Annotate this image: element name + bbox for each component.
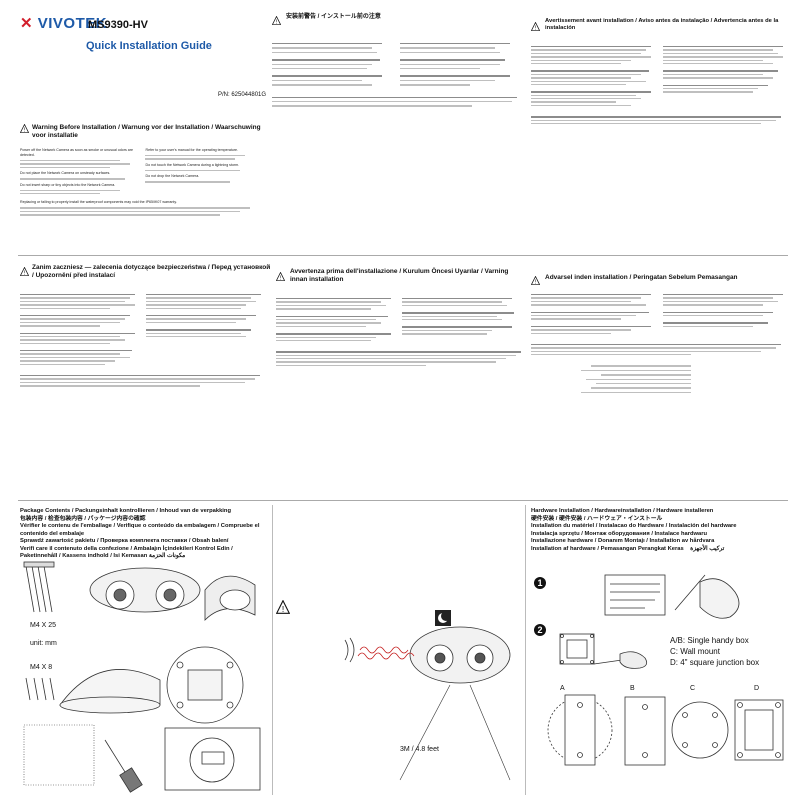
package-title-sv: Paketinnehåll / Kassens indhold / Isi Ke… <box>20 553 148 559</box>
warning-item: Do not drop the Network Camera. <box>145 174 200 179</box>
svg-text:!: ! <box>282 604 284 614</box>
warning-item: Do not touch the Network Camera during a… <box>145 162 240 167</box>
divider <box>272 505 273 795</box>
vivotek-logo: ✕ VIVOTEK <box>20 15 108 32</box>
warning-list-pl <box>20 292 270 389</box>
part-number: P/N: 625044801G <box>218 92 267 98</box>
package-title-it: Verifi care il contenuto della confezion… <box>20 545 233 552</box>
hw-title: Hardware Installation / Hardwareinstalla… <box>531 508 714 514</box>
warning-title-en: Warning Before Installation / Warnung vo… <box>32 124 261 139</box>
package-title-fr: Vérifier le contenu de l'emballage / Ver… <box>20 523 260 537</box>
warning-title-it: Avvertenza prima dell'installazione / Ku… <box>290 268 509 283</box>
warning-icon: ! <box>275 268 286 286</box>
divider <box>18 500 788 501</box>
warning-item: Refer to your user's manual for the oper… <box>145 148 239 152</box>
unit-label: unit: mm <box>30 640 57 647</box>
svg-text:B: B <box>630 685 635 692</box>
warning-icon: ! <box>530 272 541 290</box>
junction-box-options-illustration: A B C D <box>540 675 790 795</box>
warning-icon: ! <box>271 12 282 30</box>
warning-title-fr: Avertissement avant installation / Aviso… <box>545 18 779 31</box>
warning-list-en: Power off the Network Camera as soon as … <box>20 148 260 218</box>
warning-list-it <box>276 296 526 368</box>
hw-title-fr: Installation du matériel / Instalacao do… <box>531 523 737 529</box>
step-number-1: 1 <box>534 577 546 589</box>
hw-title-ar: تركيب الأجهزة <box>690 545 725 552</box>
warning-icon: ! <box>19 120 30 138</box>
warning-icon: ! <box>275 599 291 619</box>
warning-icon: ! <box>19 263 30 281</box>
hw-title-da: Installation af hardware / Pemasangan Pe… <box>531 545 684 552</box>
svg-text:A: A <box>560 685 565 692</box>
svg-text:!: ! <box>280 276 282 281</box>
warning-item: Replacing or failing to properly install… <box>20 200 177 205</box>
svg-text:!: ! <box>535 26 537 31</box>
warning-title-pl: Zanim zaczniesz — zalecenia dotyczące be… <box>32 264 271 279</box>
warning-item: Do not insert sharp or tiny objects into… <box>20 182 116 187</box>
package-title-cjk: 包装内容 / 检查包装内容 / パッケージ内容の確認 <box>20 515 146 522</box>
model-name: MS9390-HV <box>88 19 148 31</box>
box-label-c: C: Wall mount <box>670 647 720 656</box>
warning-title-jp: 安装前警告 / インストール前の注意 <box>286 14 381 20</box>
guide-title: Quick Installation Guide <box>86 40 212 52</box>
warning-list-jp <box>272 40 522 110</box>
divider <box>525 505 526 795</box>
arabic-warning-block <box>561 365 691 394</box>
hw-title-cjk: 硬件安装 / 硬件安装 / ハードウェア・インストール <box>531 515 663 522</box>
warning-item: Power off the Network Camera as soon as … <box>20 148 133 157</box>
warning-icon: ! <box>530 18 541 36</box>
distance-label: 3M / 4.8 feet <box>400 746 439 753</box>
warning-list-da <box>531 292 791 396</box>
step2-hand-illustration <box>552 630 662 670</box>
screw-label-m4x8: M4 X 8 <box>30 664 53 671</box>
package-contents-header: Package Contents / Packungsinhalt kontro… <box>20 508 270 561</box>
svg-text:!: ! <box>24 271 26 276</box>
package-title: Package Contents / Packungsinhalt kontro… <box>20 508 231 514</box>
package-title-pl: Sprawdź zawartość pakietu / Проверка ком… <box>20 538 229 544</box>
screw-label-m4x25: M4 X 25 <box>30 622 57 629</box>
divider <box>18 255 788 256</box>
warning-item: Do not place the Network Camera on unste… <box>20 171 111 176</box>
hardware-installation-header: Hardware Installation / Hardwareinstalla… <box>531 508 791 553</box>
svg-text:!: ! <box>276 20 278 25</box>
svg-text:D: D <box>754 685 759 692</box>
hw-title-it: Installazione hardware / Donanım Montajı… <box>531 538 715 544</box>
box-label-ab: A/B: Single handy box <box>670 636 749 645</box>
svg-text:!: ! <box>24 128 26 133</box>
package-title-ar: مكونات الحزمة <box>148 553 186 559</box>
step1-illustration <box>560 570 780 620</box>
svg-text:C: C <box>690 685 695 692</box>
svg-text:!: ! <box>535 280 537 285</box>
box-label-d: D: 4" square junction box <box>670 658 760 667</box>
hw-title-pl: Instalacja sprzętu / Монтаж оборудования… <box>531 530 708 537</box>
warning-title-da: Advarsel inden installation / Peringatan… <box>545 274 738 281</box>
package-illustration <box>20 560 270 795</box>
installation-distance-illustration <box>340 600 520 795</box>
warning-list-fr <box>531 44 791 126</box>
step-number-2: 2 <box>534 624 546 636</box>
